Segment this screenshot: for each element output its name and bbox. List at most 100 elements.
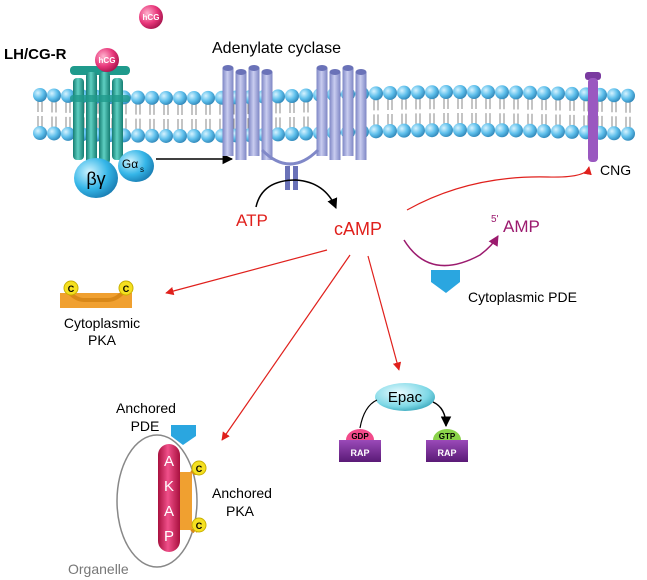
amp-prefix: 5' bbox=[491, 214, 499, 225]
cyclase-helix-top bbox=[261, 69, 273, 75]
cytoplasmic-pka: C C bbox=[60, 280, 134, 308]
lipid-head bbox=[537, 86, 551, 101]
lipid-head bbox=[495, 85, 509, 100]
lipid-head bbox=[523, 85, 537, 100]
cyclase-helix bbox=[261, 72, 273, 160]
anchored-pde-shape bbox=[171, 425, 196, 445]
cyclase-helix-top bbox=[235, 69, 247, 75]
receptor-label: LH/CG-R bbox=[4, 46, 67, 63]
svg-text:RAP: RAP bbox=[437, 448, 456, 458]
lipid-head bbox=[439, 85, 453, 100]
camp-label: cAMP bbox=[334, 219, 382, 239]
lipid-head bbox=[271, 89, 285, 104]
svg-text:A: A bbox=[164, 453, 174, 470]
lipid-head bbox=[187, 90, 201, 105]
svg-text:s: s bbox=[140, 165, 144, 174]
epac-gdp-link bbox=[359, 399, 378, 429]
camp-to-anchored-pka-arrow bbox=[221, 254, 351, 441]
lipid-head bbox=[201, 90, 215, 105]
cyclase-helix-top bbox=[355, 69, 367, 75]
lipid-head bbox=[467, 123, 481, 138]
lipid-head bbox=[397, 123, 411, 138]
lipid-head bbox=[509, 123, 523, 138]
lipid-head bbox=[481, 85, 495, 100]
svg-text:A: A bbox=[164, 503, 174, 520]
lipid-head bbox=[383, 85, 397, 100]
svg-text:C: C bbox=[196, 464, 203, 474]
epac: Epac bbox=[375, 383, 435, 411]
lipid-head bbox=[607, 126, 621, 141]
cytoplasmic-pde-shape bbox=[431, 270, 460, 293]
svg-text:RAP: RAP bbox=[350, 448, 369, 458]
bound-hcg bbox=[95, 48, 119, 72]
lipid-head bbox=[397, 85, 411, 100]
svg-text:Epac: Epac bbox=[388, 389, 423, 406]
g-alpha-subunit bbox=[118, 150, 154, 182]
lipid-head bbox=[187, 128, 201, 143]
lipid-head bbox=[621, 126, 635, 141]
lipid-head bbox=[285, 89, 299, 104]
cyto-pka-label-line1: Cytoplasmic bbox=[64, 315, 140, 331]
svg-text:K: K bbox=[164, 478, 174, 495]
lipid-head bbox=[145, 128, 159, 143]
lipid-head bbox=[33, 88, 47, 102]
cytoplasmic-pde-label: Cytoplasmic PDE bbox=[468, 289, 577, 305]
svg-text:C: C bbox=[68, 284, 75, 294]
atp-conversion-arrow bbox=[255, 179, 338, 209]
lipid-head bbox=[467, 85, 481, 100]
lipid-head bbox=[369, 124, 383, 139]
anchored-pde-label-line2: PDE bbox=[131, 418, 160, 434]
camp-to-cyto-pka-arrow bbox=[165, 249, 328, 296]
epac-gtp-arrow bbox=[432, 401, 452, 428]
lipid-head bbox=[481, 123, 495, 138]
lipid-head bbox=[33, 126, 47, 140]
anchored-pka: C C bbox=[180, 460, 207, 534]
cng-channel bbox=[585, 72, 601, 162]
lipid-head bbox=[173, 128, 187, 143]
svg-text:hCG: hCG bbox=[143, 13, 160, 22]
lipid-head bbox=[411, 85, 425, 100]
cng-label: CNG bbox=[600, 162, 631, 178]
organelle-membrane bbox=[116, 434, 198, 568]
lipid-head bbox=[621, 88, 635, 103]
rap-gtp: GTP RAP bbox=[426, 429, 468, 462]
camp-to-epac-arrow bbox=[367, 255, 402, 371]
lipid-head bbox=[551, 86, 565, 101]
svg-text:GDP: GDP bbox=[351, 432, 369, 441]
free-hcg: hCG bbox=[139, 5, 163, 29]
svg-text:hCG: hCG bbox=[99, 56, 116, 65]
camp-to-amp-arrow bbox=[403, 235, 499, 267]
lipid-head bbox=[145, 90, 159, 105]
lipid-head bbox=[565, 124, 579, 139]
lipid-head bbox=[299, 126, 313, 141]
cyto-pka-label-line2: PKA bbox=[88, 332, 117, 348]
anchored-pka-label-line2: PKA bbox=[226, 503, 255, 519]
anchored-pka-label-line1: Anchored bbox=[212, 485, 272, 501]
lipid-head bbox=[61, 126, 75, 141]
camp-to-cng-arrow bbox=[406, 166, 592, 211]
svg-text:C: C bbox=[123, 284, 130, 294]
adenylate-cyclase-label: Adenylate cyclase bbox=[212, 40, 341, 57]
svg-text:Gα: Gα bbox=[122, 157, 138, 171]
cyclase-helix-top bbox=[329, 69, 341, 75]
lipid-head bbox=[439, 123, 453, 138]
akap: A K A P bbox=[158, 444, 180, 552]
lipid-head bbox=[369, 86, 383, 101]
lipid-head bbox=[565, 86, 579, 101]
cyclase-helix bbox=[329, 72, 341, 160]
cyclase-helix bbox=[248, 68, 260, 156]
svg-text:P: P bbox=[164, 528, 174, 545]
lipid-head bbox=[411, 123, 425, 138]
cyclase-helix-top bbox=[316, 65, 328, 71]
lipid-head bbox=[159, 90, 173, 105]
lipid-head bbox=[285, 127, 299, 142]
anchored-pde-label-line1: Anchored bbox=[116, 400, 176, 416]
lipid-head bbox=[425, 123, 439, 138]
lipid-head bbox=[495, 123, 509, 138]
lipid-head bbox=[383, 123, 397, 138]
cyclase-helix bbox=[235, 72, 247, 160]
lipid-head bbox=[47, 88, 61, 103]
lipid-head bbox=[271, 127, 285, 142]
cyclase-helix bbox=[342, 68, 354, 156]
